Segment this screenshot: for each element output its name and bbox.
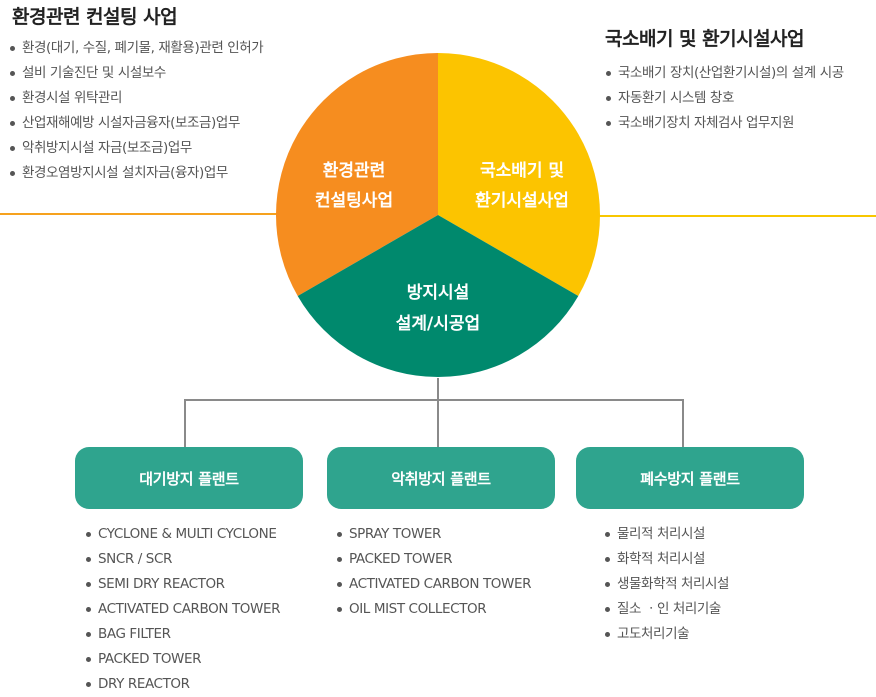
segment-prevention-line2: 설계/시공업 [396, 314, 480, 334]
list-item: OIL MIST COLLECTOR [337, 597, 531, 622]
segment-consulting-line1: 환경관련 [323, 161, 386, 181]
list-item: DRY REACTOR [86, 672, 280, 697]
list-item: 설비 기술진단 및 시설보수 [10, 61, 263, 86]
circle-segment-ventilation [438, 53, 601, 296]
list-item: 국소배기장치 자체검사 업무지원 [606, 111, 844, 136]
business-circle-diagram: 환경관련 컨설팅사업 국소배기 및 환기시설사업 방지시설 설계/시공업 [275, 53, 601, 378]
right-section-title: 국소배기 및 환기시설사업 [605, 28, 805, 50]
left-divider-line [0, 213, 300, 215]
list-item: PACKED TOWER [337, 547, 531, 572]
right-section-list: 국소배기 장치(산업환기시설)의 설계 시공 자동환기 시스템 창호 국소배기장… [606, 61, 844, 136]
list-item: 물리적 처리시설 [605, 522, 729, 547]
connector-vertical-center [437, 378, 439, 448]
list-item: SPRAY TOWER [337, 522, 531, 547]
list-item: 고도처리기술 [605, 622, 729, 647]
list-item: SNCR / SCR [86, 547, 280, 572]
air-plant-list: CYCLONE & MULTI CYCLONE SNCR / SCR SEMI … [86, 522, 280, 697]
wastewater-plant-list: 물리적 처리시설 화학적 처리시설 생물화학적 처리시설 질소 ㆍ인 처리기술 … [605, 522, 729, 647]
plant-label: 폐수방지 플랜트 [640, 469, 740, 488]
wastewater-plant-box: 폐수방지 플랜트 [576, 447, 804, 509]
list-item: ACTIVATED CARBON TOWER [337, 572, 531, 597]
connector-horizontal [184, 399, 684, 401]
list-item: ACTIVATED CARBON TOWER [86, 597, 280, 622]
circle-segment-prevention [297, 215, 579, 378]
left-section-list: 환경(대기, 수질, 폐기물, 재활용)관련 인허가 설비 기술진단 및 시설보… [10, 36, 264, 186]
segment-prevention-line1: 방지시설 [407, 283, 470, 303]
list-item: 환경시설 위탁관리 [10, 86, 263, 111]
list-item: 환경오염방지시설 설치자금(융자)업무 [10, 161, 263, 186]
list-item: 악취방지시설 자금(보조금)업무 [10, 136, 263, 161]
list-item: SEMI DRY REACTOR [86, 572, 280, 597]
segment-ventilation-line2: 환기시설사업 [475, 191, 569, 211]
odor-prevention-plant-box: 악취방지 플랜트 [327, 447, 555, 509]
segment-ventilation-line1: 국소배기 및 [480, 161, 564, 181]
left-section-title: 환경관련 컨설팅 사업 [12, 6, 178, 28]
air-pollution-plant-box: 대기방지 플랜트 [75, 447, 303, 509]
list-item: BAG FILTER [86, 622, 280, 647]
list-item: 국소배기 장치(산업환기시설)의 설계 시공 [606, 61, 844, 86]
list-item: 산업재해예방 시설자금융자(보조금)업무 [10, 111, 263, 136]
list-item: 생물화학적 처리시설 [605, 572, 729, 597]
connector-vertical-right [682, 399, 684, 448]
connector-vertical-left [184, 399, 186, 448]
circle-segment-consulting [275, 53, 438, 296]
plant-label: 악취방지 플랜트 [391, 469, 491, 488]
list-item: 자동환기 시스템 창호 [606, 86, 844, 111]
list-item: CYCLONE & MULTI CYCLONE [86, 522, 280, 547]
segment-consulting-line2: 컨설팅사업 [315, 191, 393, 211]
list-item: PACKED TOWER [86, 647, 280, 672]
list-item: 환경(대기, 수질, 폐기물, 재활용)관련 인허가 [10, 36, 264, 61]
list-item: 질소 ㆍ인 처리기술 [605, 597, 729, 622]
odor-plant-list: SPRAY TOWER PACKED TOWER ACTIVATED CARBO… [337, 522, 531, 622]
plant-label: 대기방지 플랜트 [139, 469, 239, 488]
right-divider-line [575, 215, 876, 217]
list-item: 화학적 처리시설 [605, 547, 729, 572]
